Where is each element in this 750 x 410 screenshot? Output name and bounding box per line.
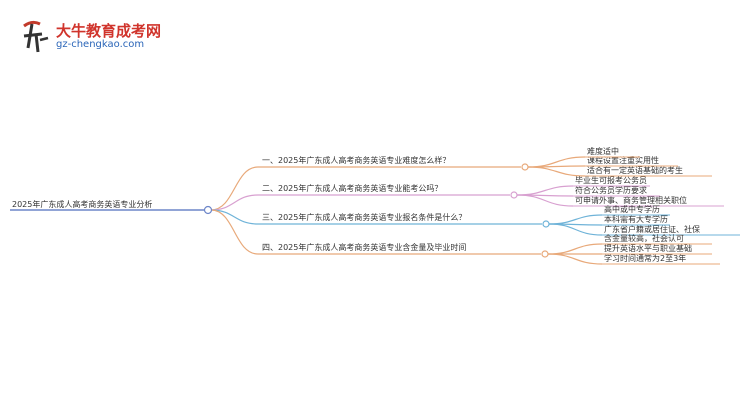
branch-2-label: 二、2025年广东成人高考商务英语专业能考公吗？ [262,183,442,193]
branch-3-leaf-2: 本科需有大专学历 [604,214,668,224]
branch-4-leaf-3-link [547,253,603,265]
branch-2-leaf-1: 毕业生可报考公务员 [575,175,647,185]
root-to-branch-1-link [210,166,259,211]
branch-2-leaf-3: 可申请外事、商务管理相关职位 [575,195,687,205]
root-node[interactable]: 2025年广东成人高考商务英语专业分析 [10,199,213,215]
branch-4-leaf-2: 提升英语水平与职业基础 [604,243,692,253]
branch-1[interactable]: 一、2025年广东成人高考商务英语专业难度怎么样？ 难度适中 课程设置注重实用性… [258,146,712,177]
root-to-branch-4-link [210,209,259,255]
branch-2-leaf-1-link [516,185,574,196]
branch-1-leaf-3-link [527,166,586,177]
logo-url: gz-chengkao.com [56,39,145,50]
branch-4[interactable]: 四、2025年广东成人高考商务英语专业含金量及毕业时间 含金量较高，社会认可 提… [258,233,720,265]
branch-4-leaf-3: 学习时间通常为2至3年 [604,253,686,263]
branch-2-leaf-2: 符合公务员学历要求 [575,185,647,195]
branch-2[interactable]: 二、2025年广东成人高考商务英语专业能考公吗？ 毕业生可报考公务员 符合公务员… [258,175,724,207]
branch-4-leaf-1-link [547,243,603,255]
branch-4-leaf-1: 含金量较高，社会认可 [604,233,684,243]
branch-1-leaf-1: 难度适中 [587,146,619,156]
logo-mark-icon [23,20,49,53]
logo: 大牛教育成考网 gz-chengkao.com [18,18,178,56]
root-to-branch-2-link [210,194,259,211]
branch-3-leaf-1: 高中或中专学历 [604,204,660,214]
branch-3-leaf-3-link [548,223,603,236]
branch-3-label: 三、2025年广东成人高考商务英语专业报名条件是什么？ [262,212,466,222]
branch-3-leaf-1-link [548,214,603,225]
branch-1-label: 一、2025年广东成人高考商务英语专业难度怎么样？ [262,155,450,165]
branch-4-label: 四、2025年广东成人高考商务英语专业含金量及毕业时间 [262,242,466,252]
root-label: 2025年广东成人高考商务英语专业分析 [12,199,152,209]
branch-3[interactable]: 三、2025年广东成人高考商务英语专业报名条件是什么？ 高中或中专学历 本科需有… [258,204,740,236]
branch-1-leaf-3: 适合有一定英语基础的考生 [587,165,683,175]
branch-1-leaf-2: 课程设置注重实用性 [587,155,659,165]
branch-2-leaf-3-link [516,194,574,207]
branch-links [210,156,603,265]
branch-3-leaf-3: 广东省户籍或居住证、社保 [604,224,700,234]
logo-title: 大牛教育成考网 [56,22,162,40]
